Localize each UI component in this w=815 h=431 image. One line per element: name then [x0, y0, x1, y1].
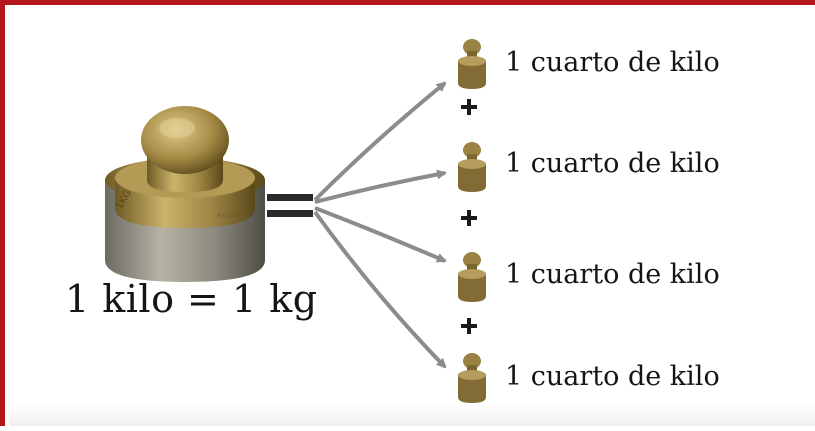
arrow-1	[313, 81, 447, 202]
split-arrows	[313, 81, 447, 369]
equals-sign	[267, 194, 313, 217]
bottom-shade	[10, 404, 815, 426]
part-label-4: 1 cuarto de kilo	[505, 361, 720, 392]
arrow-2	[314, 169, 447, 204]
quarter-kilo-weight-icon	[458, 142, 486, 192]
quarter-kilo-weight-icon	[458, 252, 486, 302]
svg-text:BRASS: BRASS	[217, 212, 241, 220]
quarter-kilo-weight-icon	[458, 39, 486, 89]
arrow-4	[313, 210, 447, 369]
part-label-2: 1 cuarto de kilo	[505, 148, 720, 179]
plus-sign-2	[461, 210, 477, 226]
part-label-1: 1 cuarto de kilo	[505, 47, 720, 78]
main-weight-label: 1 kilo = 1 kg	[65, 277, 318, 321]
plus-sign-3	[461, 318, 477, 334]
plus-sign-1	[461, 99, 477, 115]
part-label-3: 1 cuarto de kilo	[505, 259, 720, 290]
kilogram-weight-icon: 1KG BRASS	[105, 106, 265, 282]
quarter-kilo-weight-icon	[458, 353, 486, 403]
arrow-3	[314, 206, 447, 263]
